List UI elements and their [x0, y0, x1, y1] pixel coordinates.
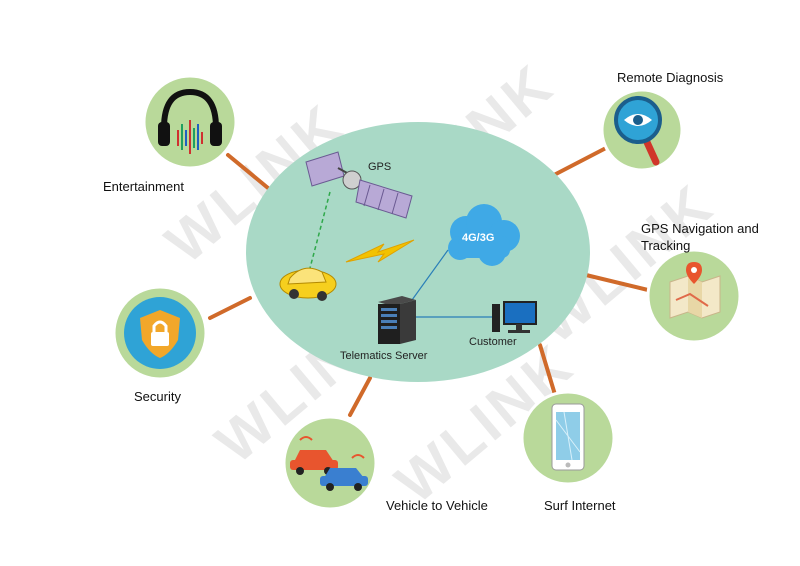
connector-gps-nav [584, 273, 650, 292]
label-gps-navigation-line2: Tracking [641, 238, 691, 253]
connector-entertainment [226, 153, 270, 190]
map-pin-icon [669, 262, 721, 319]
feature-security [112, 285, 208, 381]
satellite-icon [305, 151, 413, 219]
car-icon [279, 267, 337, 301]
connector-vehicle [348, 376, 372, 417]
connector-internet [538, 343, 558, 400]
feature-entertainment [142, 74, 238, 170]
label-vehicle-to-vehicle: Vehicle to Vehicle [386, 498, 488, 513]
connector-security [208, 296, 252, 320]
feature-surf-internet [520, 390, 616, 486]
feature-vehicle-to-vehicle [282, 415, 378, 511]
cars-icon [290, 436, 368, 491]
label-remote-diagnosis: Remote Diagnosis [617, 70, 724, 85]
server-icon [378, 296, 416, 344]
hub-ellipse [246, 122, 590, 382]
gps-signal-line [309, 191, 331, 269]
wireless-bolt-icon [345, 239, 415, 263]
label-gps: GPS [368, 161, 392, 173]
server-cloud-link [411, 249, 449, 301]
smartphone-icon [551, 403, 585, 471]
headphones-icon [158, 88, 222, 154]
feature-gps-navigation [646, 248, 742, 344]
magnifier-eye-icon [614, 96, 662, 166]
label-security: Security [134, 389, 181, 404]
connector-remote [552, 146, 608, 177]
feature-remote-diagnosis [600, 88, 684, 172]
label-4g3g: 4G/3G [462, 232, 495, 244]
label-gps-navigation: GPS Navigation and [641, 221, 759, 236]
label-customer: Customer [469, 336, 517, 348]
label-surf-internet: Surf Internet [544, 498, 616, 513]
cloud-icon [448, 204, 520, 266]
shield-lock-icon [124, 297, 196, 369]
label-telematics-server: Telematics Server [340, 350, 428, 362]
computer-icon [492, 301, 537, 333]
connectors [208, 146, 650, 417]
label-entertainment: Entertainment [103, 179, 184, 194]
